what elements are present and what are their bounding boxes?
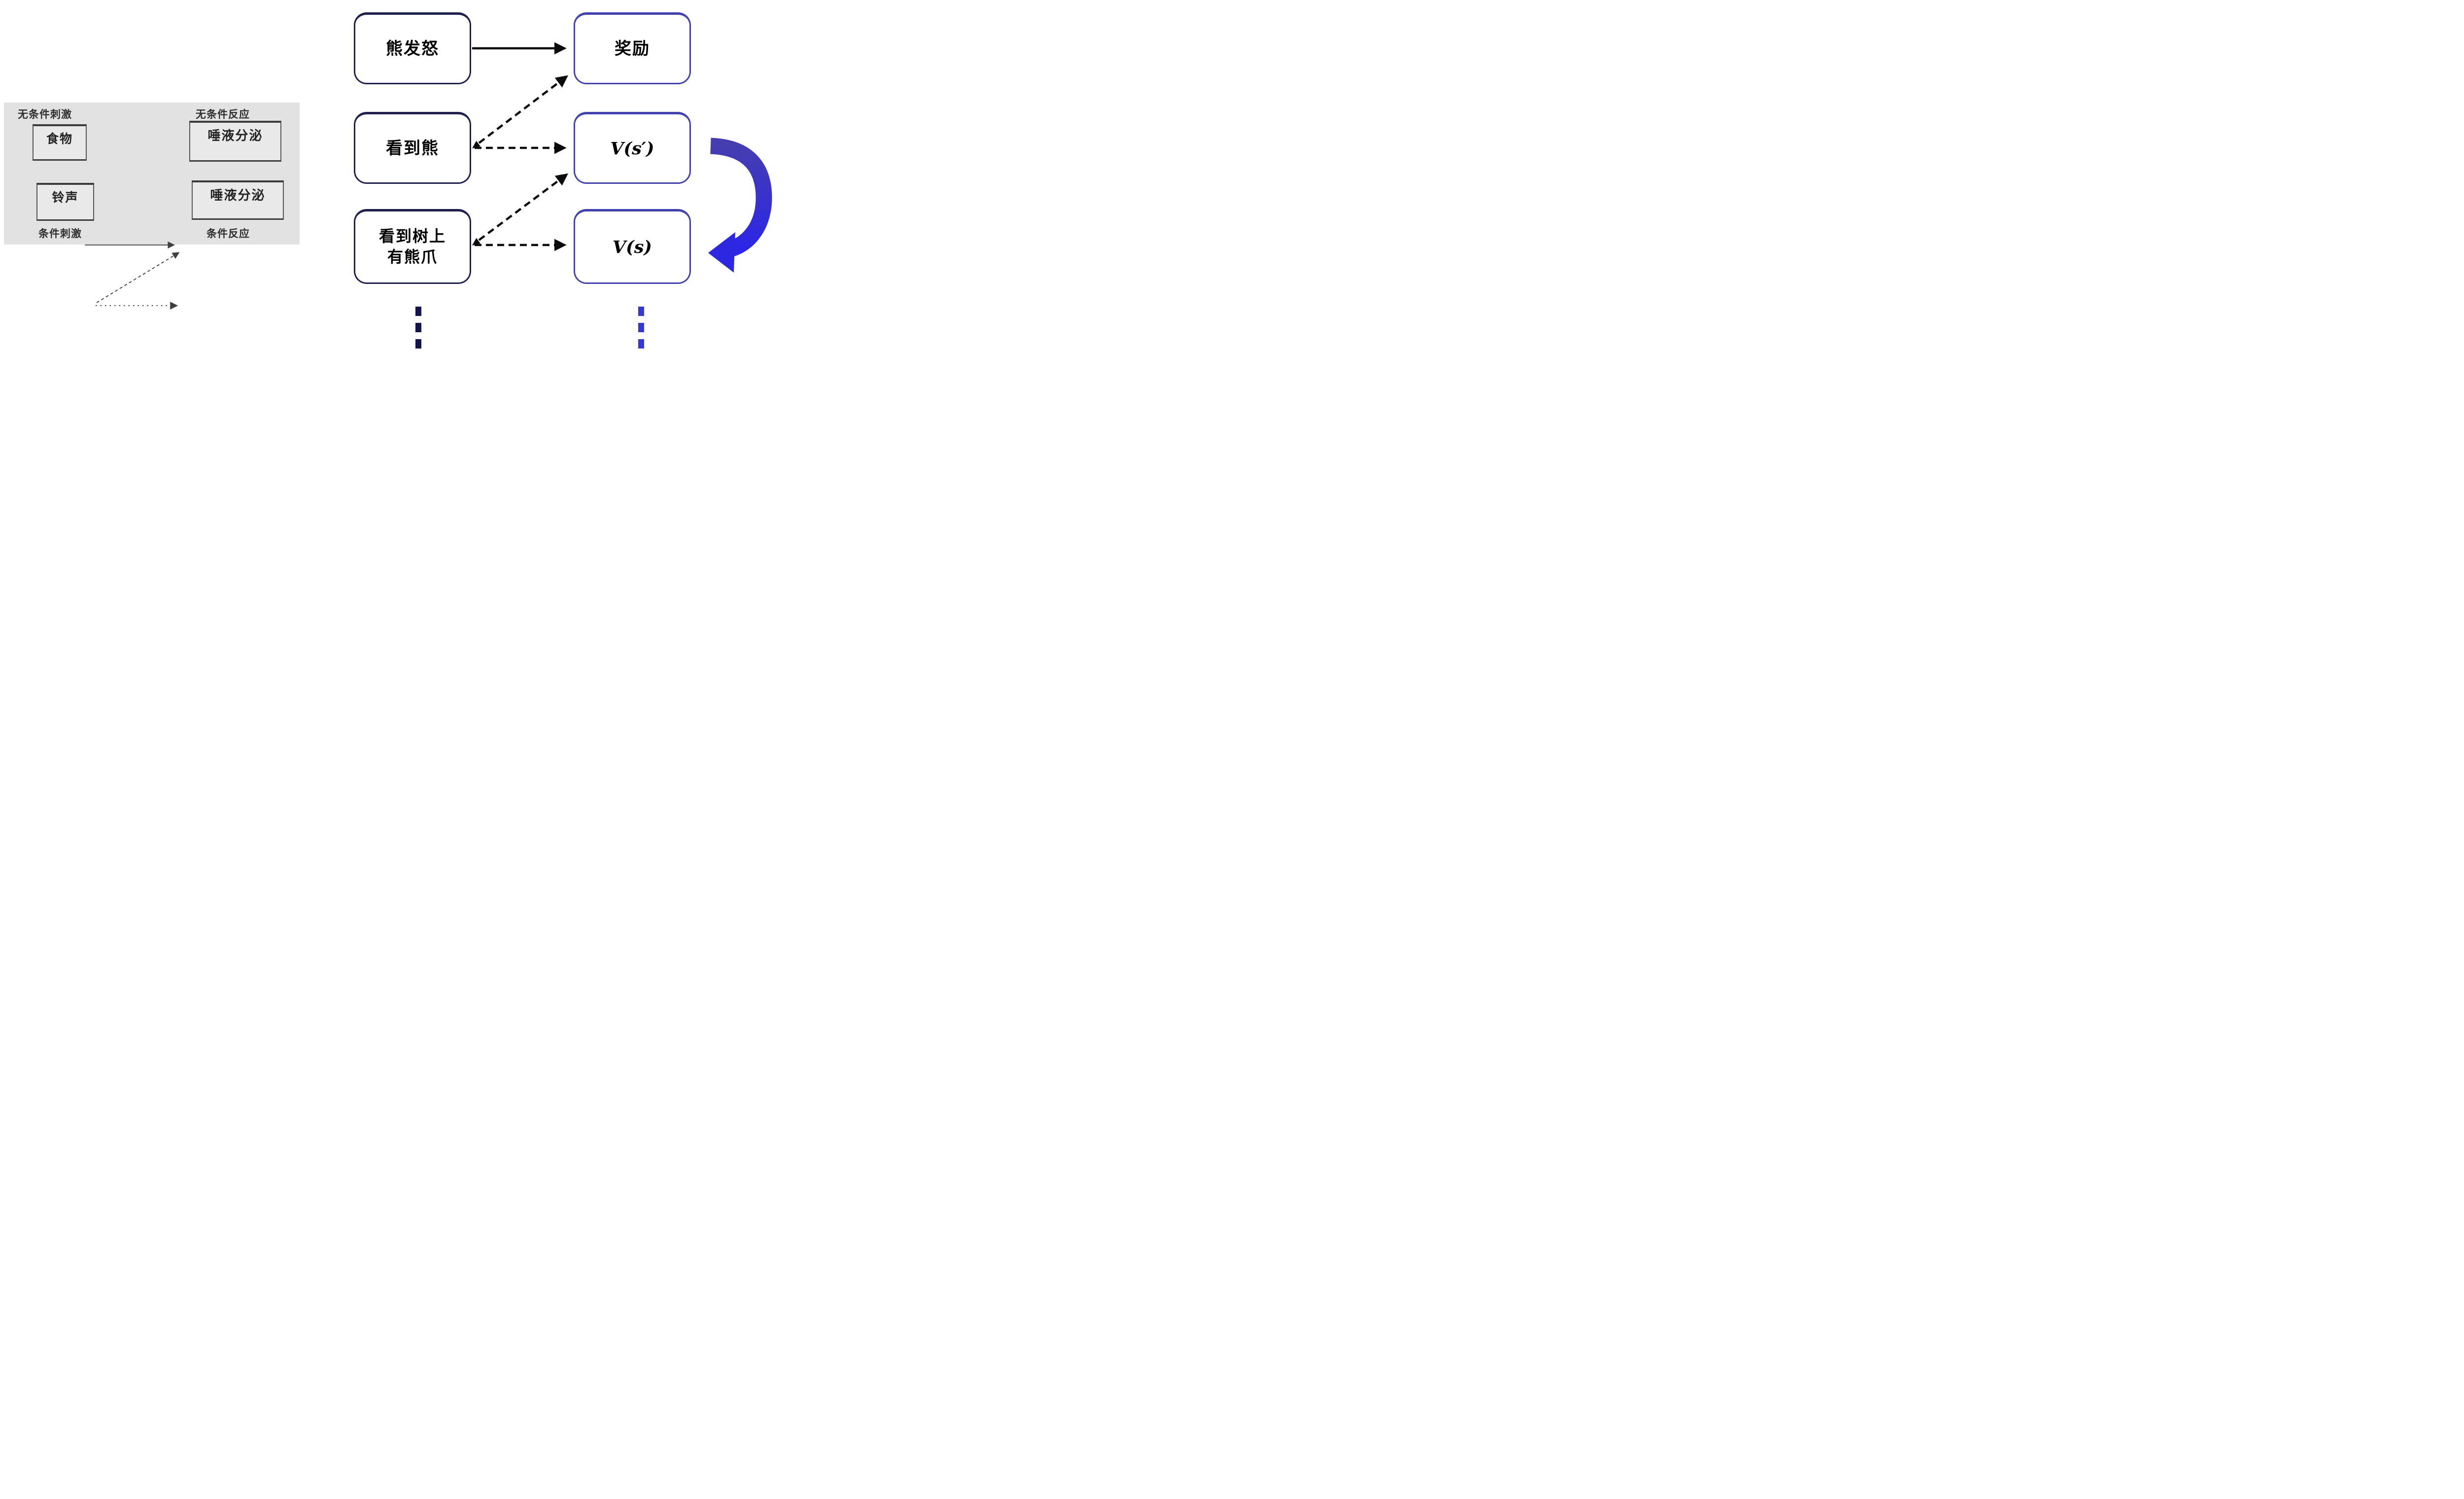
node-value-next-state: V(s′) (574, 112, 691, 184)
node-bear-angry-label: 熊发怒 (386, 39, 439, 58)
node-value-state-label: V(s) (613, 237, 652, 257)
arrowhead-see-bear-reward-start (472, 140, 480, 148)
edge-bell-to-salivation-top (96, 252, 180, 303)
ellipsis-dot (415, 339, 421, 349)
node-salivation-unconditioned: 唾液分泌 (189, 121, 281, 162)
node-value-next-state-label: V(s′) (610, 138, 654, 159)
edge-see-bear-to-reward-dashed (478, 75, 568, 144)
node-reward: 奖励 (574, 12, 691, 84)
ellipsis-dot (638, 307, 644, 316)
label-unconditioned-response: 无条件反应 (196, 109, 250, 120)
ellipsis-right-column (638, 307, 644, 349)
node-salivation-unconditioned-label: 唾液分泌 (207, 128, 263, 143)
node-salivation-conditioned-label: 唾液分泌 (210, 188, 266, 203)
node-see-claw-label-line2: 有熊爪 (387, 248, 438, 266)
node-salivation-conditioned: 唾液分泌 (192, 180, 284, 220)
node-reward-label: 奖励 (615, 39, 650, 58)
node-bell: 铃声 (36, 183, 94, 221)
label-conditioned-response: 条件反应 (206, 228, 250, 240)
arrowhead-see-claw-value-next-start (472, 238, 480, 245)
ellipsis-dot (638, 323, 644, 332)
diagram-canvas: 无条件刺激 无条件反应 食物 唾液分泌 铃声 唾液分泌 条件刺激 条件反应 熊发… (0, 0, 773, 350)
ellipsis-dot (415, 323, 421, 332)
label-conditioned-stimulus: 条件刺激 (38, 228, 82, 240)
ellipsis-dot (638, 339, 644, 349)
node-see-bear-label: 看到熊 (386, 139, 439, 158)
node-food-label: 食物 (46, 132, 73, 146)
ellipsis-left-column (415, 307, 421, 349)
node-see-claw-label-line1: 看到树上 (378, 227, 446, 245)
label-unconditioned-stimulus: 无条件刺激 (18, 109, 72, 120)
loop-arrow-value-next-to-value (710, 138, 772, 258)
conditioning-panel: 无条件刺激 无条件反应 食物 唾液分泌 铃声 唾液分泌 条件刺激 条件反应 (4, 103, 300, 244)
arrows-overlay (85, 42, 772, 310)
loop-arrowhead (708, 232, 735, 273)
node-bear-angry: 熊发怒 (354, 12, 471, 84)
node-food: 食物 (33, 124, 87, 161)
node-see-claw: 看到树上 有熊爪 (354, 209, 471, 284)
node-bell-label: 铃声 (52, 191, 79, 205)
node-see-bear: 看到熊 (354, 112, 471, 184)
ellipsis-dot (415, 307, 421, 316)
edge-see-claw-to-value-next-dashed (478, 173, 568, 241)
node-value-state: V(s) (574, 209, 691, 284)
